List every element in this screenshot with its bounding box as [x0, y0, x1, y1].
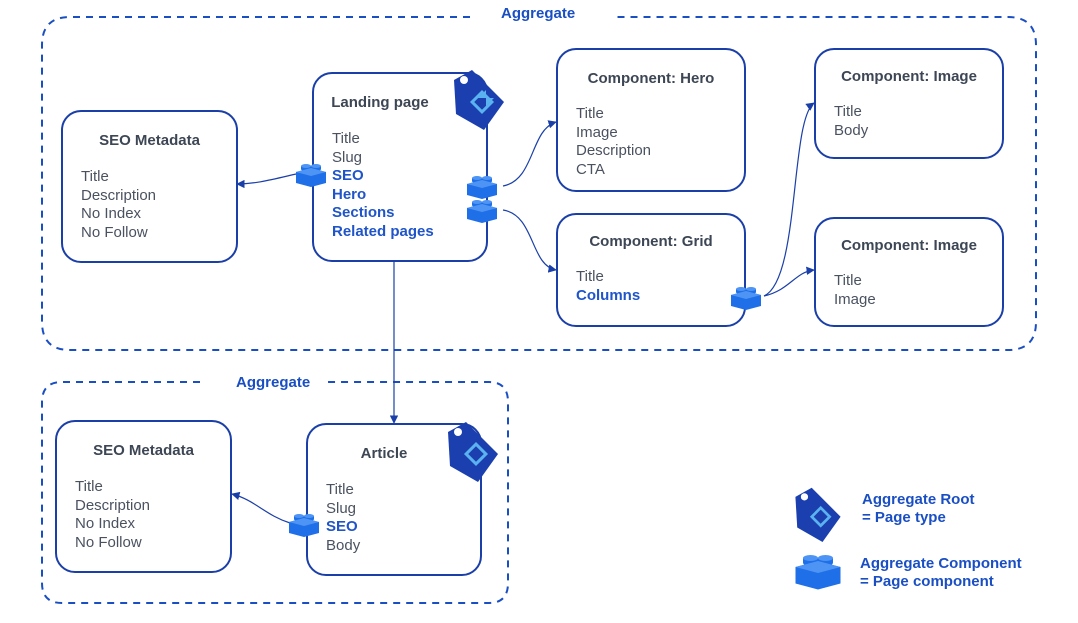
- node-title: Landing page: [331, 94, 429, 111]
- node-field-reference: Hero: [332, 185, 367, 203]
- node-title: Article: [360, 445, 408, 462]
- legend-root-line1: Aggregate Root: [862, 491, 975, 508]
- edge-landing-grid: [502, 209, 557, 273]
- node-title: SEO Metadata: [99, 132, 200, 149]
- block-icon: [731, 287, 761, 310]
- node-field: Description: [75, 496, 151, 514]
- node-field: Title: [326, 481, 354, 498]
- aggregate-top-border: [41, 16, 1037, 351]
- legend-block-icon: [795, 555, 841, 590]
- block-icon: [467, 200, 497, 223]
- node-field: Image: [576, 123, 618, 141]
- tag-icon: [454, 70, 504, 130]
- legend-component-line1: Aggregate Component: [860, 555, 1022, 572]
- node-field: No Follow: [75, 533, 142, 551]
- aggregate-top-label: Aggregate: [493, 6, 584, 22]
- node-field: Description: [81, 186, 157, 204]
- node-field: Image: [834, 290, 876, 308]
- node-field: Body: [326, 536, 361, 554]
- node-field-reference: Sections: [332, 204, 395, 221]
- node-field: Title: [576, 105, 604, 122]
- node-field: Title: [834, 103, 862, 120]
- node-field: Title: [75, 478, 103, 495]
- tag-icon: [448, 422, 498, 482]
- node-field: No Index: [75, 515, 136, 532]
- edge-landing-hero: [502, 120, 557, 187]
- node-title: SEO Metadata: [93, 442, 194, 459]
- legend-aggregate-component: Aggregate Component = Page component: [860, 555, 1022, 591]
- node-title: Component: Hero: [587, 70, 715, 87]
- node-field: CTA: [576, 160, 605, 178]
- edge-landing-seo: [236, 173, 297, 189]
- node-field: Slug: [332, 148, 363, 166]
- node-field-reference: SEO: [332, 167, 364, 184]
- legend-tag-icon: [795, 487, 841, 542]
- aggregate-bottom-label: Aggregate: [228, 375, 319, 391]
- node-title: Component: Image: [841, 237, 977, 254]
- node-field: No Follow: [81, 223, 148, 241]
- node-field: Title: [576, 268, 604, 285]
- block-icon: [296, 164, 326, 187]
- node-field: Title: [834, 272, 862, 289]
- node-field: Description: [576, 142, 652, 159]
- legend-component-line2: = Page component: [860, 573, 994, 590]
- node-field-reference: Columns: [576, 286, 641, 304]
- aggregate-bottom-border: [41, 381, 509, 604]
- edge-grid-image1: [763, 102, 815, 297]
- block-icon: [467, 176, 497, 199]
- block-icon: [289, 514, 319, 537]
- node-title: Component: Image: [841, 68, 977, 85]
- node-field: Title: [332, 130, 360, 147]
- node-title: Component: Grid: [589, 233, 713, 250]
- node-field-reference: Related pages: [332, 222, 434, 240]
- node-field: No Index: [81, 205, 142, 222]
- edge-grid-image2: [763, 266, 815, 297]
- node-field: Body: [834, 121, 869, 139]
- node-field-reference: SEO: [326, 518, 358, 535]
- legend-root-line2: = Page type: [862, 509, 946, 526]
- legend-aggregate-root: Aggregate Root = Page type: [862, 491, 975, 527]
- node-field: Title: [81, 168, 109, 185]
- edge-article-seo: [231, 491, 291, 524]
- node-field: Slug: [326, 499, 357, 517]
